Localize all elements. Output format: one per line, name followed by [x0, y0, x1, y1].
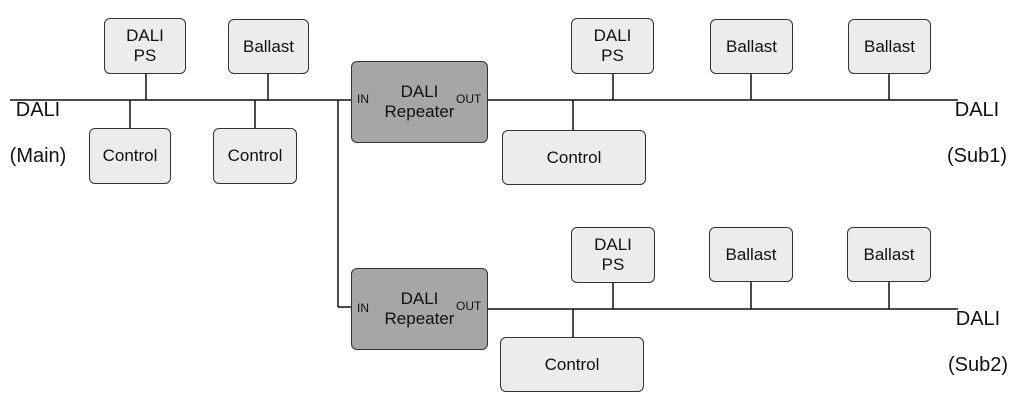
bus-label-sub1: DALI (Sub1)	[946, 99, 1008, 167]
repeater-1-in-port: IN	[357, 92, 369, 106]
dali-repeater-2: DALI Repeater	[351, 268, 488, 350]
sub2-ballast-box-1: Ballast	[709, 227, 793, 282]
repeater-1-out-port: OUT	[456, 92, 482, 106]
main-dali-ps-box: DALI PS	[104, 18, 186, 74]
dali-repeater-1: DALI Repeater	[351, 61, 488, 143]
sub1-ballast-box-1: Ballast	[710, 19, 793, 74]
bus-label-main: DALI (Main)	[9, 99, 67, 167]
repeater-2-out-port: OUT	[456, 299, 482, 313]
main-control-box-1: Control	[89, 128, 171, 184]
sub1-ballast-box-2: Ballast	[848, 19, 931, 74]
sub2-ballast-box-2: Ballast	[847, 227, 931, 282]
main-control-box-2: Control	[213, 128, 297, 184]
sub1-control-box: Control	[502, 130, 646, 185]
sub1-dali-ps-box: DALI PS	[571, 18, 654, 74]
sub2-dali-ps-box: DALI PS	[571, 227, 655, 283]
sub2-control-box: Control	[500, 337, 644, 392]
main-ballast-box: Ballast	[228, 19, 309, 74]
repeater-2-in-port: IN	[357, 301, 369, 315]
bus-label-sub2: DALI (Sub2)	[947, 308, 1009, 376]
